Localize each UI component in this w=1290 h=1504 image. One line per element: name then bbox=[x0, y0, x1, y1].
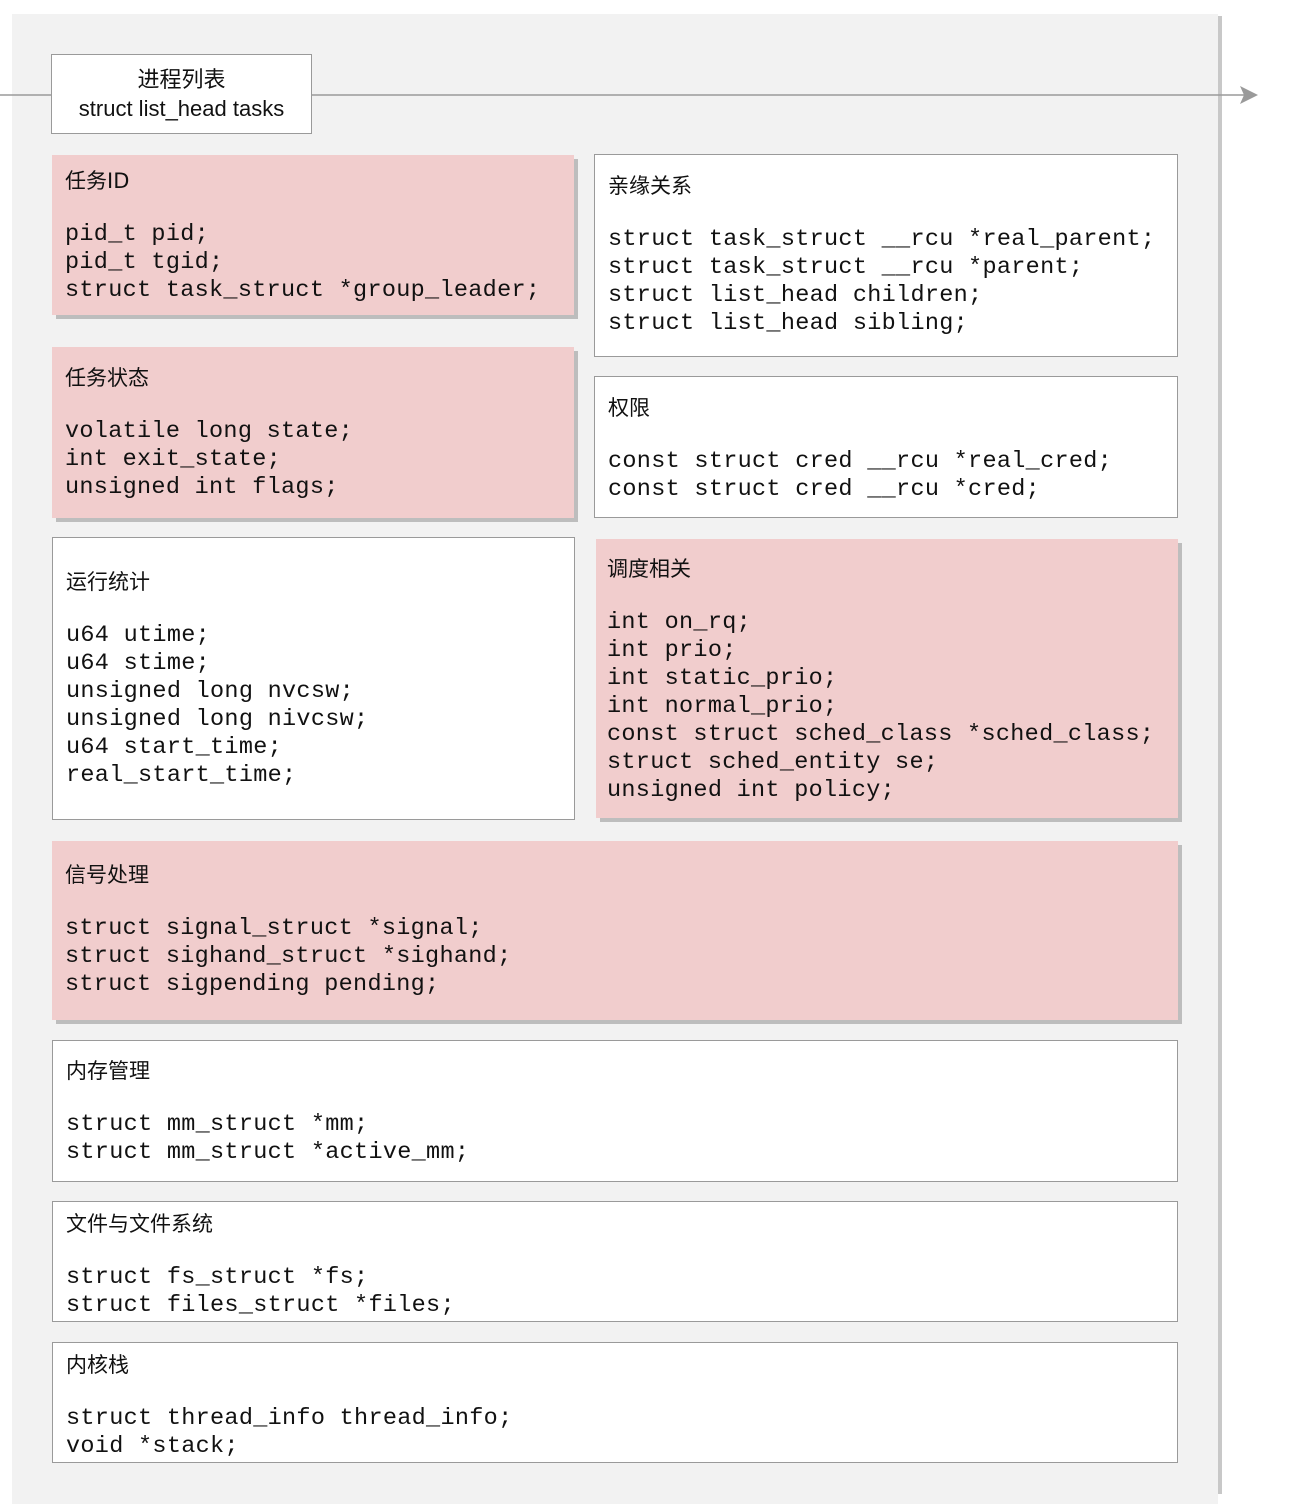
task-list-head: 进程列表 struct list_head tasks bbox=[51, 54, 312, 134]
field-declaration: unsigned long nvcsw; bbox=[66, 678, 355, 705]
group-task-state: 任务状态 volatile long state;int exit_state;u… bbox=[52, 347, 574, 518]
field-declaration: struct task_struct *group_leader; bbox=[65, 277, 541, 304]
field-declaration: struct sigpending pending; bbox=[65, 971, 440, 998]
group-title: 调度相关 bbox=[607, 557, 691, 581]
field-declaration: void *stack; bbox=[66, 1433, 239, 1460]
field-declaration: const struct cred __rcu *real_cred; bbox=[608, 448, 1113, 475]
group-title: 任务状态 bbox=[65, 366, 149, 390]
group-title: 内核栈 bbox=[66, 1353, 129, 1377]
field-declaration: unsigned int policy; bbox=[607, 777, 896, 804]
task-list-title: 进程列表 bbox=[137, 67, 226, 92]
field-declaration: struct sighand_struct *sighand; bbox=[65, 943, 512, 970]
field-declaration: pid_t tgid; bbox=[65, 249, 224, 276]
field-declaration: u64 start_time; bbox=[66, 734, 283, 761]
field-declaration: struct files_struct *files; bbox=[66, 1292, 455, 1319]
group-scheduling: 调度相关 int on_rq;int prio;int static_prio;i… bbox=[596, 539, 1178, 818]
field-declaration: const struct sched_class *sched_class; bbox=[607, 721, 1155, 748]
group-permissions: 权限 const struct cred __rcu *real_cred;con… bbox=[594, 376, 1178, 518]
panel-right-edge bbox=[1218, 16, 1222, 1494]
group-title: 内存管理 bbox=[66, 1059, 150, 1083]
group-files: 文件与文件系统 struct fs_struct *fs;struct files… bbox=[52, 1201, 1178, 1322]
task-list-subtitle: struct list_head tasks bbox=[78, 96, 285, 121]
group-title: 文件与文件系统 bbox=[66, 1212, 213, 1236]
task-list-connector bbox=[0, 86, 1258, 104]
field-declaration: struct fs_struct *fs; bbox=[66, 1264, 369, 1291]
field-declaration: struct list_head sibling; bbox=[608, 310, 969, 337]
group-memory-management: 内存管理 struct mm_struct *mm;struct mm_struc… bbox=[52, 1040, 1178, 1182]
field-declaration: volatile long state; bbox=[65, 418, 354, 445]
field-declaration: struct task_struct __rcu *real_parent; bbox=[608, 226, 1156, 253]
field-declaration: int exit_state; bbox=[65, 446, 282, 473]
field-declaration: real_start_time; bbox=[66, 762, 297, 789]
arrowhead-icon bbox=[1240, 86, 1258, 104]
field-declaration: struct mm_struct *active_mm; bbox=[66, 1139, 470, 1166]
group-task-id: 任务ID pid_t pid;pid_t tgid;struct task_str… bbox=[52, 155, 574, 315]
field-declaration: u64 stime; bbox=[66, 650, 211, 677]
field-declaration: unsigned int flags; bbox=[65, 474, 339, 501]
group-title: 运行统计 bbox=[66, 570, 150, 594]
field-declaration: int static_prio; bbox=[607, 665, 838, 692]
field-declaration: int prio; bbox=[607, 637, 737, 664]
field-declaration: struct signal_struct *signal; bbox=[65, 915, 483, 942]
group-title: 任务ID bbox=[65, 169, 130, 193]
group-title: 亲缘关系 bbox=[608, 174, 692, 198]
group-title: 权限 bbox=[608, 396, 650, 420]
field-declaration: u64 utime; bbox=[66, 622, 211, 649]
group-kinship: 亲缘关系 struct task_struct __rcu *real_paren… bbox=[594, 154, 1178, 357]
field-declaration: struct mm_struct *mm; bbox=[66, 1111, 369, 1138]
field-declaration: int normal_prio; bbox=[607, 693, 838, 720]
field-declaration: struct list_head children; bbox=[608, 282, 983, 309]
field-declaration: struct thread_info thread_info; bbox=[66, 1405, 513, 1432]
group-title: 信号处理 bbox=[65, 863, 149, 887]
field-declaration: unsigned long nivcsw; bbox=[66, 706, 369, 733]
field-declaration: struct task_struct __rcu *parent; bbox=[608, 254, 1084, 281]
group-runtime-stats: 运行统计 u64 utime;u64 stime;unsigned long nv… bbox=[52, 537, 575, 820]
field-declaration: pid_t pid; bbox=[65, 221, 210, 248]
group-kernel-stack: 内核栈 struct thread_info thread_info;void *… bbox=[52, 1342, 1178, 1463]
field-declaration: struct sched_entity se; bbox=[607, 749, 939, 776]
field-declaration: const struct cred __rcu *cred; bbox=[608, 476, 1041, 503]
field-declaration: int on_rq; bbox=[607, 609, 752, 636]
